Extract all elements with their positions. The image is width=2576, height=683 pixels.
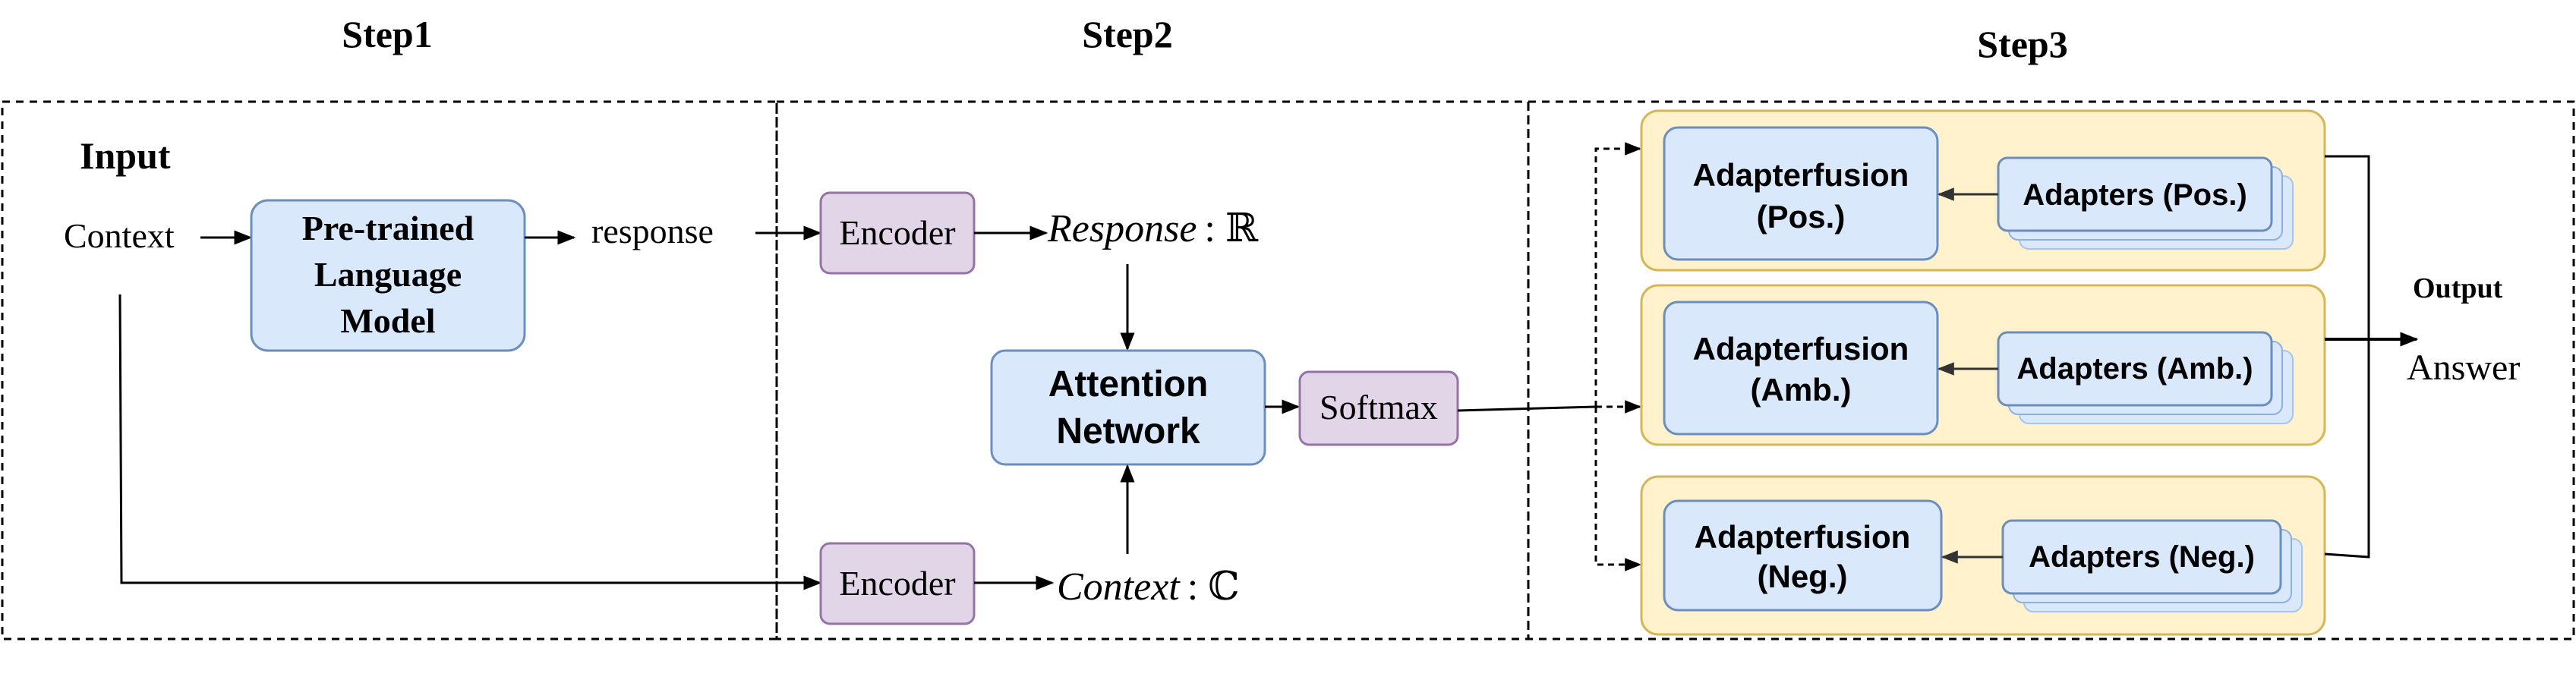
context-to-encoder-arrow: [118, 294, 822, 590]
svg-text:Encoder: Encoder: [839, 213, 955, 252]
step1-title: Step1: [342, 13, 432, 55]
svg-text:(Neg.): (Neg.): [1758, 559, 1848, 594]
svg-text:Adapterfusion: Adapterfusion: [1693, 157, 1909, 193]
svg-text:(Pos.): (Pos.): [1757, 199, 1846, 234]
svg-text:Attention: Attention: [1048, 364, 1209, 404]
pos-adapterfusion-box: [1663, 126, 1939, 261]
route-to-pos: [1594, 142, 1642, 407]
plm-line-2: Language: [314, 255, 462, 294]
input-label: Input: [80, 134, 171, 177]
step2-title: Step2: [1082, 13, 1172, 55]
svg-text:Adapterfusion: Adapterfusion: [1693, 331, 1909, 367]
amb-adapterfusion-box: [1663, 301, 1939, 436]
encoder-bottom-box: Encoder: [819, 542, 976, 625]
response-label: response: [591, 212, 714, 250]
step3-panel: [1527, 100, 2575, 641]
attention-network-box: Attention Network: [990, 349, 1266, 466]
svg-text:Softmax: Softmax: [1320, 388, 1438, 426]
neg-adapter-group: Adapterfusion (Neg.) Adapters (Neg.): [1640, 475, 2326, 636]
step3-title: Step3: [1977, 23, 2067, 65]
softmax-output-line: [1457, 405, 1597, 412]
step2-panel: [775, 100, 1530, 641]
svg-text:Adapterfusion: Adapterfusion: [1695, 519, 1911, 555]
route-to-neg: [1594, 407, 1642, 571]
encoder-top-box: Encoder: [819, 191, 976, 275]
answer-label: Answer: [2407, 348, 2520, 388]
plm-line-3: Model: [340, 301, 435, 340]
step1-panel: [1, 100, 778, 641]
svg-text:Adapters (Pos.): Adapters (Pos.): [2023, 178, 2247, 212]
response-variable: Response: ℝ: [1047, 207, 1259, 250]
softmax-box: Softmax: [1298, 370, 1459, 446]
context-label: Context: [64, 216, 175, 255]
svg-text:Adapters (Amb.): Adapters (Amb.): [2016, 352, 2253, 386]
svg-text:(Amb.): (Amb.): [1751, 372, 1852, 408]
pos-adapter-group: Adapterfusion (Pos.) Adapters (Pos.): [1640, 109, 2326, 272]
svg-text:Network: Network: [1056, 411, 1200, 452]
amb-adapter-group: Adapterfusion (Amb.) Adapters (Amb.): [1640, 284, 2326, 446]
svg-text:Encoder: Encoder: [839, 564, 955, 603]
context-variable: Context: ℂ: [1057, 565, 1240, 609]
pretrained-lm-box: Pre-trained Language Model: [250, 199, 526, 352]
svg-text:Adapters (Neg.): Adapters (Neg.): [2029, 540, 2255, 574]
plm-line-1: Pre-trained: [302, 209, 475, 247]
output-bracket-line: [2324, 155, 2370, 559]
output-label: Output: [2413, 272, 2503, 304]
